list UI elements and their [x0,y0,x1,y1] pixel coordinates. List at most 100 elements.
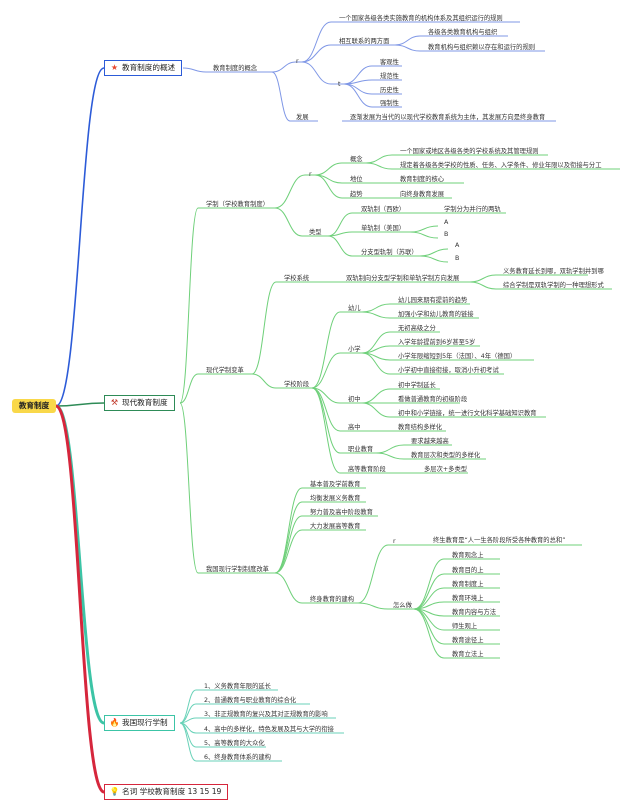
connector-8 [271,71,291,122]
branch-term-school-system[interactable]: 💡名词 学校教育制度 13 15 19 [104,784,229,800]
branch-current-school-system[interactable]: 🔥我国现行学制 [104,715,175,731]
node-t-marker: t [338,81,341,88]
node-xz-concept-2[interactable]: 规定着各级各类学校的性质、任务、入学条件、修业年限以及衔接与分工 [400,162,602,169]
node-aspect-rules[interactable]: 教育机构与组织赖以存在和运行的规则 [428,44,536,51]
node-reform-2[interactable]: 均衡发展义务教育 [310,495,361,502]
node-branch-track-a[interactable]: A [455,242,460,249]
branch-education-system-overview[interactable]: ★教育制度的概述 [104,60,183,76]
root-topic[interactable]: 教育制度 [12,399,56,413]
node-two-aspects[interactable]: 相互联系的两方面 [339,38,390,45]
node-how-3[interactable]: 教育制度上 [452,581,484,588]
node-school-system-trend[interactable]: 双轨制向分支型学制和单轨学制方向发展 [346,275,460,282]
connector-17 [394,44,421,52]
node-how-7[interactable]: 教育途径上 [452,637,484,644]
node-reform-3[interactable]: 努力普及高中阶段教育 [310,509,373,516]
connector-129 [413,608,445,659]
node-aspect-institutions[interactable]: 各级各类教育机构与组织 [428,29,498,36]
node-xz-concept[interactable]: 概念 [350,156,363,163]
node-vocational[interactable]: 职业教育 [348,446,374,453]
node-how-2[interactable]: 教育目的上 [452,567,484,574]
node-current-reform[interactable]: 我国现行学制制度改革 [206,566,269,573]
node-branch-track[interactable]: 分支型轨制（苏联） [361,249,418,256]
node-how-4[interactable]: 教育环境上 [452,595,484,602]
node-preschool-1[interactable]: 幼儿园来期有提前的趋势 [398,297,468,304]
node-reform-4[interactable]: 大力发展高等教育 [310,523,361,530]
node-school-system-2[interactable]: 学校系统 [284,275,310,282]
node-single-track-a[interactable]: A [444,219,449,226]
node-r-marker: r [296,58,299,65]
node-higher-stage-1[interactable]: 多层次+多类型 [424,466,468,473]
node-development[interactable]: 发展 [296,114,309,121]
node-vocational-2[interactable]: 教育层次和类型的多样化 [411,452,481,459]
node-reform[interactable]: 现代学制变革 [206,367,244,374]
node-how-6[interactable]: 师生观上 [452,623,478,630]
node-xz-status-1[interactable]: 教育制度的核心 [400,176,445,183]
node-xz-concept-1[interactable]: 一个国家或地区各级各类的学校系统及其管理规则 [400,148,539,155]
node-lifelong[interactable]: 终身教育的建构 [310,596,355,603]
node-dual-track-1[interactable]: 学制分为并行的两轨 [444,206,501,213]
node-higher-stage[interactable]: 高等教育阶段 [348,466,386,473]
connector-23 [343,83,373,108]
node-single-track[interactable]: 单轨制（美国） [361,225,406,232]
node-mandatory[interactable]: 强制性 [380,100,399,107]
node-r-marker-3: r [393,538,396,545]
connector-75 [311,387,341,454]
connector-46 [365,162,393,170]
node-current-3[interactable]: 3、非正规教育的复兴及其对正规教育的影响 [204,711,328,718]
connector-90 [361,352,391,375]
node-development-detail[interactable]: 逐渐发展为当代的以现代学校教育系统为主体，其发展方向是终身教育 [350,114,546,121]
node-junior-3[interactable]: 初中和小学链接，统一进行文化科学基础知识教育 [398,410,537,417]
node-current-2[interactable]: 2、普通教育与职业教育的综合化 [204,697,297,704]
node-xz-status[interactable]: 地位 [350,176,363,183]
node-senior[interactable]: 高中 [348,424,361,431]
node-single-track-b[interactable]: B [444,231,449,238]
node-school-system[interactable]: 学制（学校教育制度） [206,201,269,208]
node-current-1[interactable]: 1、义务教育年限的延长 [204,683,271,690]
node-historical[interactable]: 历史性 [380,87,399,94]
node-how-5[interactable]: 教育内容与方法 [452,609,497,616]
node-ss-a[interactable]: 义务教育延长到哪，双轨学制并到哪 [503,268,604,275]
node-normative[interactable]: 规范性 [380,73,399,80]
node-school-stage[interactable]: 学校阶段 [284,381,310,388]
node-preschool[interactable]: 幼儿 [348,305,361,312]
node-dual-track[interactable]: 双轨制（西欧） [361,206,406,213]
node-primary-4[interactable]: 小学初中直接衔接，取消小升初考试 [398,367,499,374]
node-concept[interactable]: 教育制度的概念 [213,65,258,72]
node-how-8[interactable]: 教育立法上 [452,651,484,658]
node-branch-track-b[interactable]: B [455,255,460,262]
node-xz-types[interactable]: 类型 [309,229,322,236]
node-objective[interactable]: 客观性 [380,59,399,66]
node-reform-1[interactable]: 基本普及学前教育 [310,481,361,488]
connector-123 [413,573,445,610]
node-definition[interactable]: 一个国家各级各类实施教育的机构体系及其组织运行的规则 [339,15,503,22]
node-vocational-1[interactable]: 要求越来越高 [411,438,449,445]
connector-45 [365,154,393,164]
node-current-6[interactable]: 6、终身教育体系的建构 [204,754,271,761]
node-primary-3[interactable]: 小学年限缩短到5年（法国）、4年（德国） [398,353,517,360]
node-how-1[interactable]: 教育观念上 [452,552,484,559]
node-primary-1[interactable]: 无初高级之分 [398,325,436,332]
node-lifelong-def[interactable]: 终生教育是“人一生各阶段所受各种教育的总和” [433,537,566,544]
connector-109 [274,515,303,574]
connector-97 [361,402,391,418]
node-primary[interactable]: 小学 [348,346,361,353]
node-xz-trend[interactable]: 趋势 [350,191,363,198]
node-junior-1[interactable]: 初中学制延长 [398,382,436,389]
connector-103 [375,452,405,460]
branch-modern-education-system[interactable]: ⚒现代教育制度 [104,395,175,411]
connector-4 [182,67,207,73]
node-current-5[interactable]: 5、高等教育的大众化 [204,740,265,747]
node-primary-2[interactable]: 入学年龄提前到6岁甚至5岁 [398,339,476,346]
node-preschool-2[interactable]: 加强小学和幼儿教育的链接 [398,311,474,318]
node-senior-1[interactable]: 教育结构多样化 [398,424,443,431]
node-junior[interactable]: 初中 [348,396,361,403]
node-current-4[interactable]: 4、高中的多样化，特色发展及其与大学的衔接 [204,726,334,733]
connector-6 [271,61,297,73]
node-xz-trend-1[interactable]: 向终身教育发展 [400,191,445,198]
node-ss-b[interactable]: 综合学制是双轨学制的一种理想形式 [503,282,604,289]
connector-95 [361,388,391,404]
node-how[interactable]: 怎么做 [393,602,412,609]
connector-102 [375,444,405,454]
node-junior-2[interactable]: 看做普通教育的初级阶段 [398,396,468,403]
